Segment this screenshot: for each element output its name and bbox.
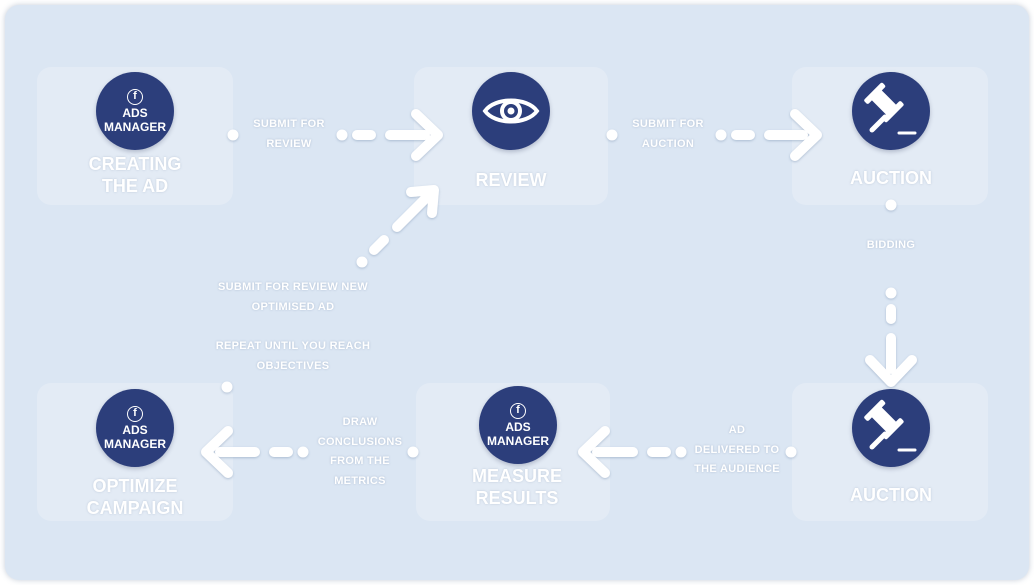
eye-icon xyxy=(472,72,550,150)
flow-connectors xyxy=(201,109,917,478)
facebook-icon: f xyxy=(127,88,143,105)
node-title-review: REVIEW xyxy=(475,170,547,190)
ads-manager-label: ADS MANAGER xyxy=(104,105,166,134)
diagram-canvas: f ADS MANAGER xyxy=(5,5,1029,580)
ads-manager-icon-optimize: f ADS MANAGER xyxy=(96,389,174,467)
arrow-submit-review xyxy=(227,109,443,161)
label-repeat: REPEAT UNTIL YOU REACH OBJECTIVES xyxy=(215,340,371,372)
label-conclusions: DRAW CONCLUSIONS FROM THE METRICS xyxy=(317,416,403,487)
node-title-measure: MEASURE RESULTS xyxy=(471,466,562,508)
gavel-icon xyxy=(864,399,917,452)
arrow-bidding xyxy=(865,199,917,387)
eye-icon-glyph xyxy=(482,98,540,124)
label-submit-auction: SUBMIT FOR AUCTION xyxy=(632,118,704,150)
arrow-submit-auction xyxy=(606,109,822,161)
label-bidding: BIDDING xyxy=(866,239,916,251)
ads-manager-label: ADS MANAGER xyxy=(104,422,166,451)
arrow-conclusions xyxy=(201,426,419,478)
gavel-icon-top xyxy=(852,72,930,150)
facebook-icon: f xyxy=(510,402,526,419)
label-delivered: AD DELIVERED TO THE AUDIENCE xyxy=(694,424,780,475)
arrow-delivered xyxy=(578,426,797,478)
ads-manager-label: ADS MANAGER xyxy=(487,419,549,448)
ads-manager-icon-creating: f ADS MANAGER xyxy=(96,72,174,150)
label-submit-optimised: SUBMIT FOR REVIEW NEW OPTIMISED AD xyxy=(218,281,368,313)
node-title-auction-bottom: AUCTION xyxy=(850,485,932,505)
gavel-icon xyxy=(864,82,917,135)
node-title-optimize: OPTIMIZE CAMPAIGN xyxy=(86,476,184,518)
arrow-submit-optimised xyxy=(221,185,439,393)
ads-manager-icon-measure: f ADS MANAGER xyxy=(479,386,557,464)
label-submit-review: SUBMIT FOR REVIEW xyxy=(253,118,325,150)
facebook-icon: f xyxy=(127,405,143,422)
node-title-auction-top: AUCTION xyxy=(850,168,932,188)
gavel-icon-bottom xyxy=(852,389,930,467)
node-title-creating: CREATING THE AD xyxy=(88,154,182,196)
